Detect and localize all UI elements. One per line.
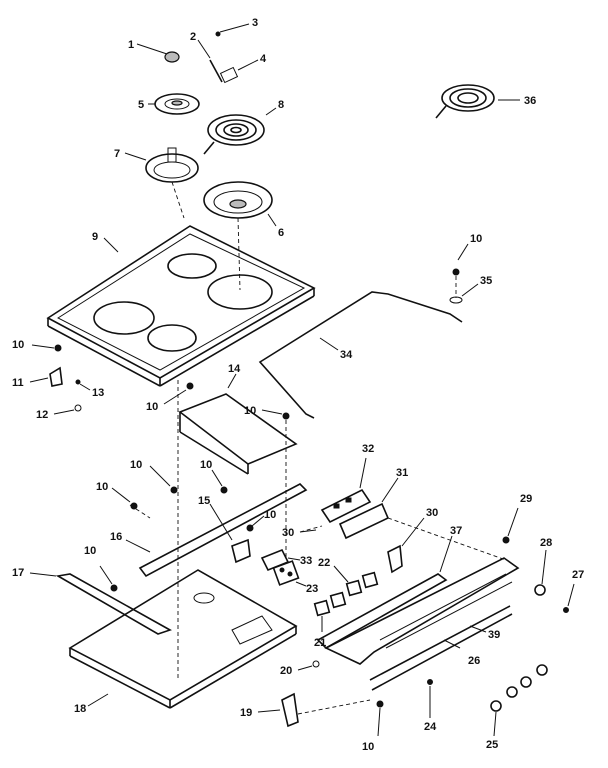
label-16: 16 — [110, 531, 122, 543]
screw-part-27 — [563, 583, 575, 613]
drip-pan-large-part-6 — [203, 181, 277, 227]
screw-part-10-b — [452, 243, 469, 298]
label-12: 12 — [36, 409, 48, 421]
washer-part-12 — [74, 404, 82, 412]
label-8: 8 — [278, 99, 284, 111]
screw-part-10-c — [186, 382, 194, 390]
label-20: 20 — [280, 665, 292, 677]
knob-part-1 — [136, 43, 180, 63]
screw-part-10-a — [54, 344, 62, 352]
screw-part-20 — [297, 660, 320, 671]
label-36: 36 — [524, 95, 536, 107]
label-10-i: 10 — [84, 545, 96, 557]
clip-part-15 — [209, 503, 251, 564]
label-34: 34 — [340, 349, 353, 361]
label-5: 5 — [138, 99, 144, 111]
screw-part-10-h — [246, 524, 254, 532]
coil-element-large-part-8 — [203, 107, 277, 155]
screw-part-10-f — [220, 486, 228, 494]
label-37: 37 — [450, 525, 462, 537]
label-10-b: 10 — [470, 233, 482, 245]
connector-part-22 — [333, 565, 379, 597]
switch-part-23 — [272, 560, 307, 587]
label-3: 3 — [252, 17, 258, 29]
label-29: 29 — [520, 493, 532, 505]
label-4: 4 — [260, 53, 267, 65]
shield-part-14 — [178, 373, 298, 475]
label-10-c: 10 — [146, 401, 158, 413]
clip-part-35 — [449, 283, 479, 304]
nuts-part-25 — [490, 664, 548, 737]
label-11: 11 — [12, 377, 24, 389]
label-15: 15 — [198, 495, 210, 507]
label-9: 9 — [92, 231, 98, 243]
label-27: 27 — [572, 569, 584, 581]
screw-part-29 — [502, 507, 519, 544]
label-1: 1 — [128, 39, 134, 51]
label-31: 31 — [396, 467, 408, 479]
rail-part-37 — [316, 535, 453, 649]
screw-part-10-e — [170, 486, 178, 494]
rod-part-39 — [371, 613, 513, 691]
rod-part-2 — [197, 39, 223, 83]
label-30-right: 30 — [426, 507, 438, 519]
support-rod-part-34 — [258, 291, 463, 419]
screw-part-10-d — [282, 412, 290, 420]
label-19: 19 — [240, 707, 252, 719]
label-6: 6 — [278, 227, 284, 239]
label-10-e: 10 — [130, 459, 142, 471]
label-33: 33 — [300, 555, 312, 567]
nut-part-28 — [534, 549, 547, 596]
label-10-f: 10 — [200, 459, 212, 471]
label-21: 21 — [314, 637, 326, 649]
cooktop-panel-part-9 — [46, 225, 316, 387]
terminal-block-part-31 — [338, 477, 399, 540]
screw-part-13 — [75, 379, 81, 385]
channel-part-26 — [324, 557, 520, 665]
part-number-labels: 1 2 3 4 5 6 7 8 9 10 10 10 10 10 10 10 1… — [12, 17, 584, 753]
label-32: 32 — [362, 443, 374, 455]
label-7: 7 — [114, 148, 120, 160]
label-22: 22 — [318, 557, 330, 569]
label-26: 26 — [468, 655, 480, 667]
label-23: 23 — [306, 583, 318, 595]
drip-pan-part-7 — [124, 147, 199, 183]
bottom-pan-part-18 — [68, 569, 298, 709]
label-28: 28 — [540, 537, 552, 549]
label-18: 18 — [74, 703, 86, 715]
bar-part-24-rod — [369, 605, 511, 681]
label-17: 17 — [12, 567, 24, 579]
label-30-left: 30 — [282, 527, 294, 539]
coil-element-part-36 — [435, 84, 520, 119]
label-35: 35 — [480, 275, 492, 287]
label-14: 14 — [228, 363, 241, 375]
screw-part-10-i — [110, 584, 118, 592]
screw-part-10-j — [376, 700, 384, 737]
connector-part-21 — [313, 591, 347, 632]
drip-bowl-small-part-5 — [148, 93, 200, 115]
label-10-a: 10 — [12, 339, 24, 351]
label-25: 25 — [486, 739, 498, 751]
label-13: 13 — [92, 387, 104, 399]
bracket-part-30-right — [387, 517, 425, 574]
terminal-block-part-32 — [320, 457, 372, 524]
label-10-j: 10 — [362, 741, 374, 753]
label-39: 39 — [488, 629, 500, 641]
label-2: 2 — [190, 31, 196, 43]
screw-part-24 — [427, 679, 433, 718]
bracket-part-11 — [29, 366, 63, 387]
screw-part-10-g — [130, 502, 138, 510]
leader-part-30-left — [299, 529, 317, 533]
screw-part-3 — [215, 23, 250, 37]
trim-part-17 — [29, 572, 172, 635]
bracket-part-19 — [257, 692, 371, 728]
label-10-h: 10 — [264, 509, 276, 521]
label-10-d: 10 — [244, 405, 256, 417]
label-10-g: 10 — [96, 481, 108, 493]
label-24: 24 — [424, 721, 437, 733]
connector-part-4 — [219, 59, 259, 84]
front-rail-part-16 — [125, 483, 308, 578]
